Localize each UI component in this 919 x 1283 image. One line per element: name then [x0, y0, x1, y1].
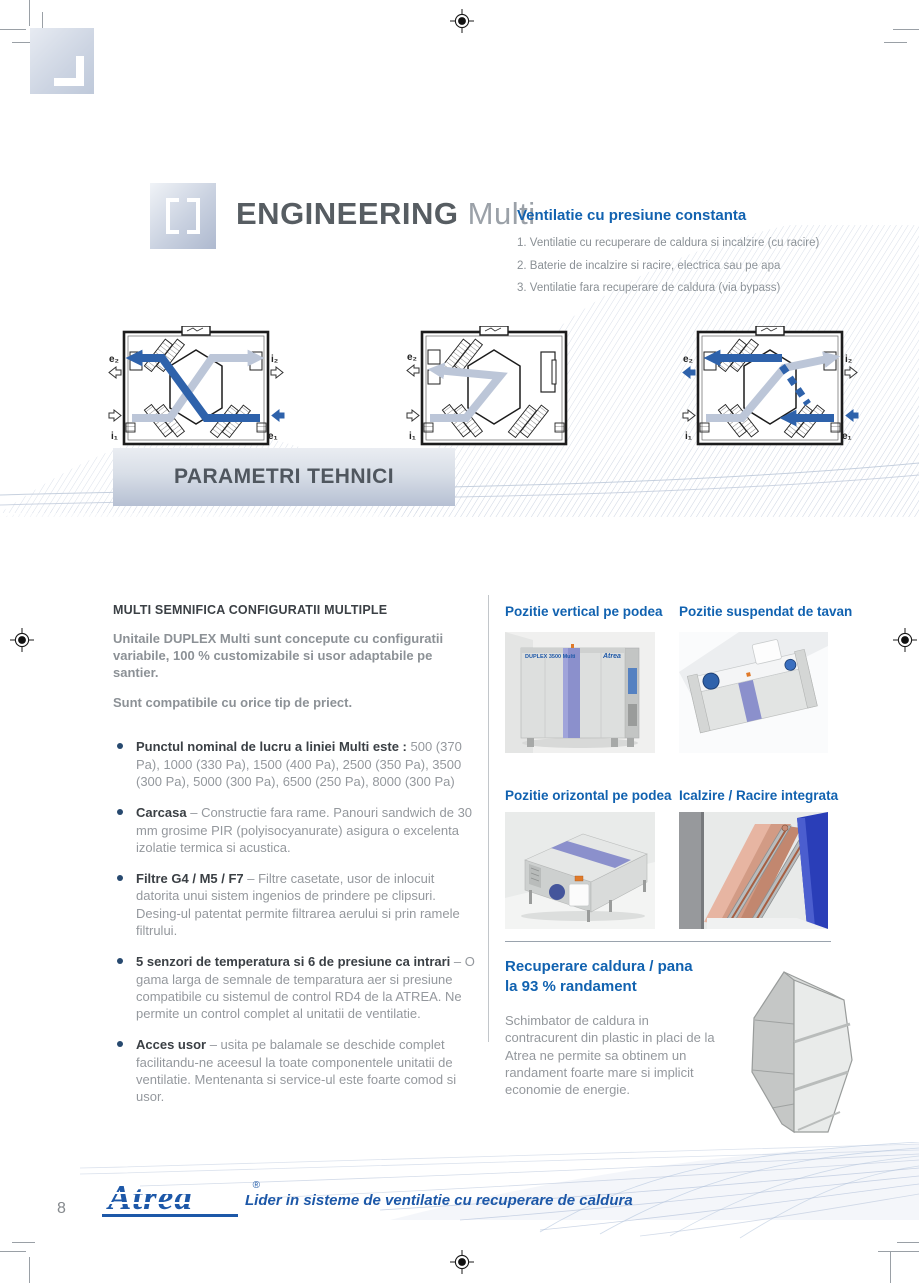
photo-caption: Pozitie orizontal pe podea — [505, 788, 672, 803]
page-title-light: Multi — [467, 196, 536, 231]
svg-text:Atrea: Atrea — [602, 653, 621, 660]
bullet-text: 500 (370 Pa), 1000 (330 Pa), 1500 (400 P… — [136, 739, 462, 790]
crop-mark — [897, 1242, 919, 1243]
main-text-column: MULTI SEMNIFICA CONFIGURATII MULTIPLE Un… — [113, 603, 477, 1120]
bullet-lead: Punctul nominal de lucru a liniei Multi … — [136, 739, 407, 755]
corner-bracket-icon — [30, 28, 94, 94]
logo-slat — [104, 1202, 238, 1204]
crop-mark — [12, 1242, 35, 1243]
svg-text:i₁: i₁ — [409, 431, 416, 442]
parametri-tehnici-banner: PARAMETRI TEHNICI — [113, 448, 455, 506]
page-title: ENGINEERING Multi — [236, 196, 536, 232]
crop-mark — [0, 1251, 26, 1252]
svg-text:DUPLEX 3500 Multi: DUPLEX 3500 Multi — [525, 654, 576, 660]
list-item: Punctul nominal de lucru a liniei Multi … — [113, 738, 477, 790]
photo-ceiling-unit — [679, 632, 828, 753]
photo-horizontal-unit — [505, 812, 655, 929]
svg-text:e₂: e₂ — [109, 354, 119, 365]
logo-slat — [104, 1192, 238, 1194]
section-heading: Ventilatie cu presiune constanta — [517, 207, 747, 224]
page-title-bold: ENGINEERING — [236, 196, 459, 231]
recovery-heading-line1: Recuperare caldura / pana — [505, 958, 693, 975]
registration-mark-icon — [10, 628, 34, 652]
intro-paragraph: Sunt compatibile cu orice tip de priect. — [113, 695, 353, 711]
bullet-lead: Carcasa — [136, 805, 187, 821]
bullet-text: – usita pe balamale se deschide complet … — [136, 1037, 457, 1105]
column-heading: MULTI SEMNIFICA CONFIGURATII MULTIPLE — [113, 603, 388, 617]
recovery-paragraph: Schimbator de caldura in contracurent di… — [505, 1013, 715, 1098]
photo-vertical-unit: DUPLEX 3500 Multi Atrea — [505, 632, 655, 753]
svg-text:e₁: e₁ — [842, 431, 852, 442]
registered-mark: ® — [252, 1180, 260, 1191]
bullet-lead: Filtre G4 / M5 / F7 — [136, 871, 244, 887]
page-number: 8 — [57, 1200, 66, 1217]
footer-wave-decoration — [80, 1142, 919, 1239]
diagram-recovery-mode: e₂ i₂ i₁ e₁ — [108, 326, 285, 446]
crop-mark — [29, 0, 30, 26]
photo-heat-exchanger — [728, 962, 863, 1140]
diagram-bypass-mode: e₂ i₂ i₁ e₁ — [682, 326, 859, 446]
photo-heating-coil — [679, 812, 828, 929]
registration-mark-icon — [450, 9, 474, 33]
bullet-lead: Acces usor — [136, 1037, 207, 1053]
bullet-icon — [117, 743, 123, 750]
crop-mark — [890, 1252, 891, 1283]
svg-text:i₁: i₁ — [111, 431, 118, 442]
crop-mark — [42, 12, 43, 34]
column-divider — [488, 595, 489, 1042]
atrea-logo-text: Atrea — [108, 1178, 193, 1217]
list-item: Acces usor – usita pe balamale se deschi… — [113, 1036, 477, 1105]
list-item: Carcasa – Constructie fara rame. Panouri… — [113, 804, 477, 856]
engineering-logo-icon — [150, 183, 216, 249]
bullet-lead: 5 senzori de temperatura si 6 de presiun… — [136, 954, 451, 970]
crop-mark — [12, 42, 35, 43]
registration-mark-icon — [893, 628, 917, 652]
svg-text:e₁: e₁ — [268, 431, 278, 442]
crop-mark — [893, 29, 919, 30]
crop-mark — [0, 29, 26, 30]
list-item: 5 senzori de temperatura si 6 de presiun… — [113, 953, 477, 1022]
section-divider — [505, 941, 831, 942]
svg-text:i₂: i₂ — [845, 354, 852, 365]
crop-mark — [29, 1257, 30, 1283]
photo-caption: Pozitie vertical pe podea — [505, 604, 663, 619]
bullet-icon — [117, 875, 123, 882]
photo-caption: Pozitie suspendat de tavan — [679, 604, 853, 619]
svg-text:i₁: i₁ — [685, 431, 692, 442]
banner-title: PARAMETRI TEHNICI — [174, 465, 394, 488]
list-item: Filtre G4 / M5 / F7 – Filtre casetate, u… — [113, 870, 477, 939]
svg-text:e₂: e₂ — [683, 354, 693, 365]
crop-mark — [878, 1251, 919, 1252]
bullet-icon — [117, 958, 123, 965]
bullet-text: – Filtre casetate, usor de inlocuit dato… — [136, 871, 460, 938]
footer-tagline: Lider in sisteme de ventilatie cu recupe… — [245, 1192, 633, 1209]
svg-text:i₂: i₂ — [271, 354, 278, 365]
photo-caption: Icalzire / Racire integrata — [679, 788, 839, 803]
feature-list: Punctul nominal de lucru a liniei Multi … — [113, 738, 477, 1105]
svg-text:e₂: e₂ — [407, 352, 417, 363]
bullet-text: – O gama larga de semnale de temparatura… — [136, 954, 475, 1022]
registration-mark-icon — [450, 1250, 474, 1274]
bullet-icon — [117, 1041, 123, 1048]
diagram-coil-mode: e₂ i₁ — [406, 326, 568, 446]
bullet-icon — [117, 809, 123, 816]
recovery-heading: Recuperare caldura / pana la 93 % randam… — [505, 957, 693, 998]
bullet-text: – Constructie fara rame. Panouri sandwic… — [136, 805, 473, 855]
crop-mark — [884, 42, 907, 43]
intro-paragraph: Unitaile DUPLEX Multi sunt concepute cu … — [113, 631, 444, 681]
logo-underline — [102, 1214, 238, 1217]
atrea-logo: Atrea ® — [102, 1178, 260, 1222]
recovery-heading-line2: la 93 % randament — [505, 978, 637, 996]
